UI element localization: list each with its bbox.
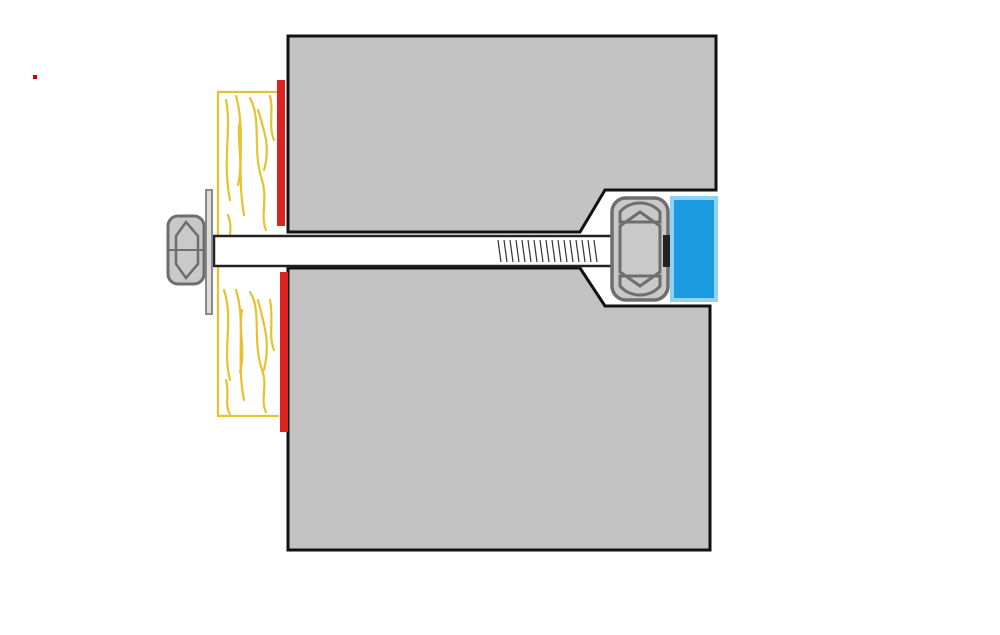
thread-mark: [497, 239, 502, 263]
hex-nut-right-top: [618, 201, 662, 224]
thread-mark: [587, 239, 592, 263]
thread-mark: [527, 239, 532, 263]
gasket-upper: [277, 80, 285, 226]
thread-mark: [563, 239, 568, 263]
threaded-rod: [212, 234, 630, 268]
thread-mark: [581, 239, 586, 263]
rod-threads: [497, 239, 598, 263]
thread-mark: [521, 239, 526, 263]
thread-mark: [557, 239, 562, 263]
anchor-block: [670, 196, 718, 302]
thread-mark: [515, 239, 520, 263]
hex-nut-left-face: [174, 219, 200, 281]
thread-mark: [593, 239, 598, 263]
washer: [205, 189, 213, 315]
thread-mark: [569, 239, 574, 263]
concrete-block: [286, 34, 718, 552]
thread-mark: [575, 239, 580, 263]
gasket-lower: [280, 272, 288, 432]
thread-mark: [533, 239, 538, 263]
stray-dot: [33, 75, 37, 79]
hex-nut-left-icon: [166, 214, 206, 286]
thread-mark: [545, 239, 550, 263]
wood-grain: [216, 90, 280, 418]
thread-mark: [551, 239, 556, 263]
anchor-block-body: [674, 200, 714, 298]
thread-mark: [503, 239, 508, 263]
thread-mark: [509, 239, 514, 263]
thread-mark: [539, 239, 544, 263]
hex-nut-right-bottom: [618, 274, 662, 297]
hex-nut-right-icon: [610, 196, 670, 302]
hex-nut-right-face: [618, 210, 662, 288]
